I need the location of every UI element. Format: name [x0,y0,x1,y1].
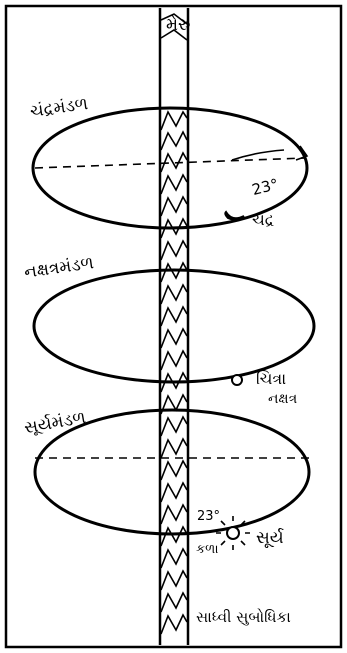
kala-label: કળા [196,543,219,556]
author-signature: સાધ્વી સુબોધિકા [196,610,291,625]
sun-degrees-label: 23° [197,510,220,523]
meru-label: મેરુ [166,14,182,37]
moon-crescent-icon [225,212,244,220]
meru-pillar [160,8,188,645]
chitra-star-icon [232,375,242,385]
sun-icon [216,516,250,550]
chitra-label: ચિત્રા [256,371,286,387]
sun-label: સૂર્ય [256,530,284,547]
moon-label: ચંદ્ર [252,212,274,228]
nakshatra-zone-orbit [34,270,314,382]
nakshatra-label: નક્ષત્ર [268,392,297,406]
